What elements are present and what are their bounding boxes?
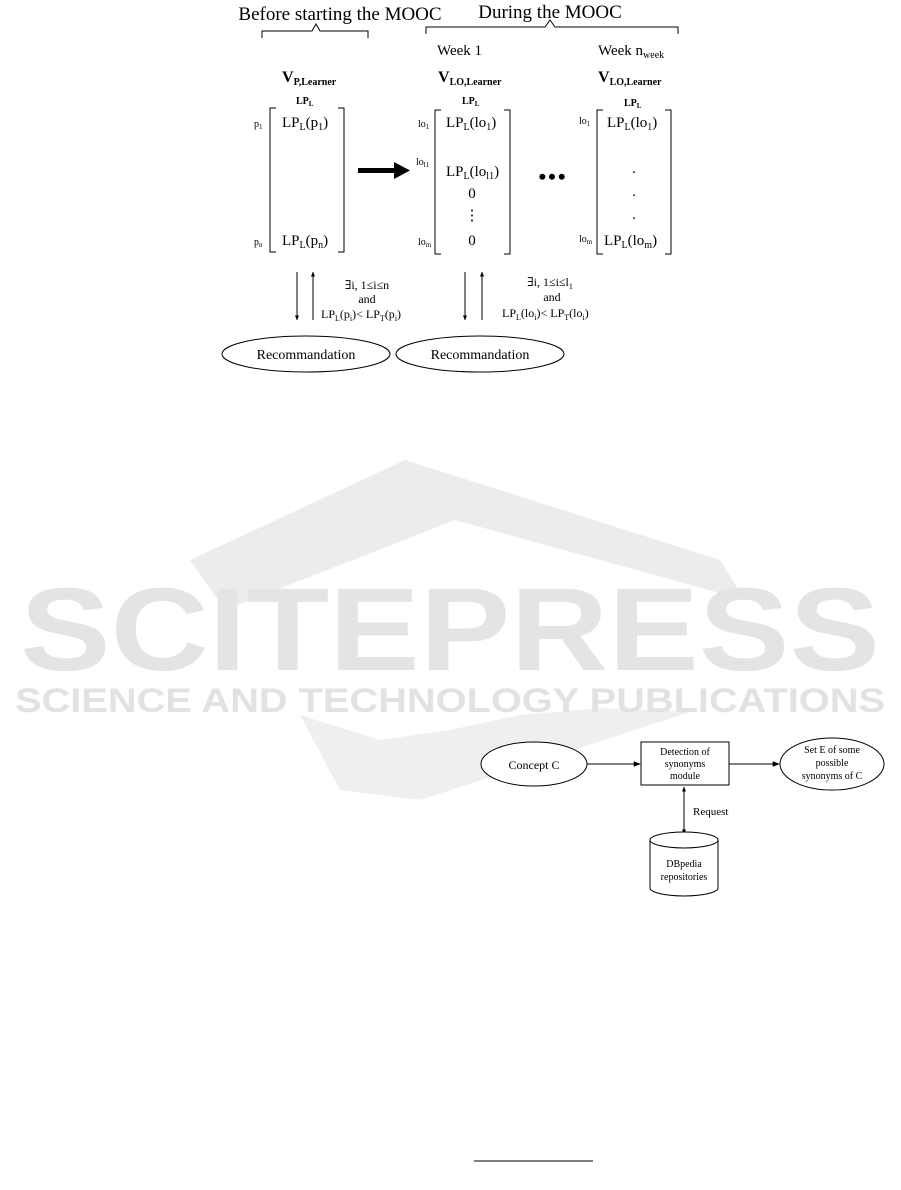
recommendation-node-2: Recommandation xyxy=(395,335,565,373)
transition-arrow xyxy=(358,162,410,179)
condition-learning-objects: ∃i, 1≤i≤l1 and LPL(loi)< LPT(loi) xyxy=(502,275,589,322)
matrix-prerequisites: p1 LPL(p1) pn LPL(pn) xyxy=(254,107,345,253)
condition1-line1: ∃i, 1≤i≤n xyxy=(345,278,389,292)
matrix2-zero-2: 0 xyxy=(468,233,476,249)
module-label-line3: module xyxy=(670,771,701,782)
matrix2-row1-label: lo1 xyxy=(418,119,430,131)
watermark: SCITEPRESS SCIENCE AND TECHNOLOGY PUBLIC… xyxy=(15,460,885,800)
matrix1-rown-value: LPL(pn) xyxy=(282,233,328,251)
recommendation-node-1: Recommandation xyxy=(221,335,391,373)
matrix1-right-bracket xyxy=(338,107,345,253)
matrix2-rowm-label: lom xyxy=(418,237,432,249)
module-label-line1: Detection of xyxy=(660,747,710,758)
db-label-line2: repositories xyxy=(661,872,708,883)
vector-lo-learner-weekn: VLO,Learner xyxy=(598,69,662,88)
matrix2-rowl-value: LPL(lol1) xyxy=(446,164,499,182)
condition1-line3: LPL(pi)< LPT(pi) xyxy=(321,307,401,323)
figure-synonym-detection: Concept C Detection of synonyms module S… xyxy=(480,737,885,897)
matrix3-row1-value: LPL(lo1) xyxy=(607,115,657,133)
matrix-weekn-objects: lo1 LPL(lo1) . . . lom LPL(lom) xyxy=(579,109,672,255)
concept-node: Concept C xyxy=(480,741,588,787)
condition2-line1: ∃i, 1≤i≤l1 xyxy=(527,275,573,291)
weeks-ellipsis: ••• xyxy=(538,164,567,189)
result-node: Set E of some possible synonyms of C xyxy=(779,737,885,791)
watermark-subtitle: SCIENCE AND TECHNOLOGY PUBLICATIONS xyxy=(15,682,885,720)
vector-p-learner: VP,Learner xyxy=(282,69,337,88)
week-n-label: Week nweek xyxy=(598,43,664,61)
matrix2-vdots: ⋮ xyxy=(465,208,480,224)
result-label-line1: Set E of some xyxy=(804,745,860,756)
week-1-label: Week 1 xyxy=(437,43,482,59)
db-label-line1: DBpedia xyxy=(666,859,702,870)
feedback-arrows-1 xyxy=(295,271,315,321)
condition2-line3: LPL(loi)< LPT(loi) xyxy=(502,306,589,322)
dbpedia-database-icon: DBpedia repositories xyxy=(649,831,719,897)
request-label: Request xyxy=(693,806,728,818)
matrix2-left-bracket xyxy=(434,109,441,255)
recommendation-label-1: Recommandation xyxy=(257,348,356,363)
matrix-week1-objects: lo1 LPL(lo1) lol1 LPL(lol1) 0 ⋮ lom 0 xyxy=(416,109,511,255)
brace-during xyxy=(425,19,679,34)
matrix3-rowm-value: LPL(lom) xyxy=(604,233,657,251)
matrix3-left-bracket xyxy=(596,109,603,255)
column-header-3: LPL xyxy=(624,98,642,110)
matrix1-row1-value: LPL(p1) xyxy=(282,115,328,133)
result-label-line3: synonyms of C xyxy=(802,771,863,782)
matrix1-rown-label: pn xyxy=(254,237,263,249)
matrix2-row1-value: LPL(lo1) xyxy=(446,115,496,133)
module-label-line2: synonyms xyxy=(665,759,706,770)
watermark-title: SCITEPRESS xyxy=(20,564,880,696)
matrix2-rowl-label: lol1 xyxy=(416,157,430,169)
matrix3-dot-2: . xyxy=(632,184,636,200)
matrix3-rowm-label: lom xyxy=(579,234,593,246)
vector-lo-learner-week1: VLO,Learner xyxy=(438,69,502,88)
matrix3-right-bracket xyxy=(665,109,672,255)
matrix2-right-bracket xyxy=(504,109,511,255)
feedback-arrows-2 xyxy=(463,271,484,321)
header-during-mooc: During the MOOC xyxy=(478,2,622,23)
column-header-2: LPL xyxy=(462,96,480,108)
matrix1-row1-label: p1 xyxy=(254,119,263,131)
condition2-line2: and xyxy=(543,290,560,304)
matrix3-dot-3: . xyxy=(632,207,636,223)
matrix3-row1-label: lo1 xyxy=(579,116,591,128)
matrix3-dot-1: . xyxy=(632,161,636,177)
header-before-mooc: Before starting the MOOC xyxy=(238,4,441,25)
recommendation-label-2: Recommandation xyxy=(431,348,530,363)
concept-label: Concept C xyxy=(509,758,560,772)
column-header-1: LPL xyxy=(296,96,314,108)
matrix1-left-bracket xyxy=(269,107,276,253)
detection-module: Detection of synonyms module xyxy=(640,741,730,786)
result-label-line2: possible xyxy=(816,758,849,769)
matrix2-zero-1: 0 xyxy=(468,186,476,202)
brace-before xyxy=(261,22,369,38)
watermark-book-shape xyxy=(190,460,745,610)
condition-prerequisites: ∃i, 1≤i≤n and LPL(pi)< LPT(pi) xyxy=(321,278,401,323)
condition1-line2: and xyxy=(358,292,375,306)
figure-learner-vectors: Before starting the MOOC During the MOOC… xyxy=(221,2,679,373)
